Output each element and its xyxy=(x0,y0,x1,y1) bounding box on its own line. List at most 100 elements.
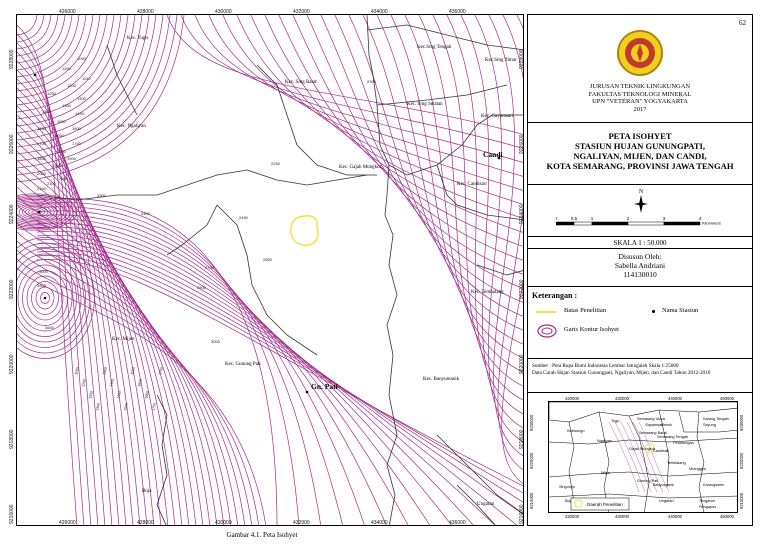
university-logo-icon xyxy=(617,30,663,76)
author-id: 114130010 xyxy=(623,270,657,279)
scale-tick-label: 1 xyxy=(591,216,594,221)
isohyet-ellipse xyxy=(17,242,91,354)
isohyet-line xyxy=(432,15,523,401)
y-tick-label: 9228000 xyxy=(519,49,525,69)
isohyet-line xyxy=(17,15,178,176)
inset-y-tick-label: 9220000 xyxy=(739,452,744,469)
scale-tick-label: 2 xyxy=(627,216,630,221)
boundary-line xyxy=(256,64,377,176)
y-tick-label: 9218000 xyxy=(519,429,525,449)
district-label-smg_selatan: Kec. Smg Selatan xyxy=(407,102,443,107)
contour-value-label: 1450 xyxy=(116,390,122,399)
inset-x-tick-label: 440000 xyxy=(668,514,682,519)
author-name: Sabella Andriani xyxy=(614,261,666,270)
inset-legend-box xyxy=(570,497,630,511)
inset-place-label: Karang Tengah xyxy=(703,417,729,421)
isohyet-ellipse xyxy=(22,270,68,326)
inset-y-tick-label: 9210000 xyxy=(529,492,534,509)
x-tick-label: 432000 xyxy=(293,9,310,15)
scale-segment xyxy=(591,221,629,226)
contour-value-label: 2150 xyxy=(37,186,47,191)
inset-place-label: Boja xyxy=(565,499,573,503)
x-tick-label: 432000 xyxy=(293,520,310,526)
isohyet-line xyxy=(36,226,431,525)
boundary-line xyxy=(456,484,496,525)
inset-place-label: Mijen xyxy=(601,471,610,475)
boundary-line xyxy=(384,164,398,525)
isohyet-ellipse xyxy=(17,193,77,231)
y-tick-label: 9222000 xyxy=(9,279,15,299)
scale-segment xyxy=(663,221,701,226)
x-tick-label: 428000 xyxy=(137,9,154,15)
figure-caption: Gambar 4.1. Peta Isohyet xyxy=(226,531,298,539)
inset-x-tick-label: 450000 xyxy=(720,396,734,401)
boundary-line xyxy=(156,169,368,196)
contour-value-label: 1400 xyxy=(109,378,115,387)
contour-value-label: 1550 xyxy=(37,126,47,131)
inset-boundary-line xyxy=(658,409,670,488)
isohyet-ellipse xyxy=(31,281,59,315)
isohyet-line xyxy=(488,15,523,456)
isohyet-line xyxy=(36,210,343,525)
isohyet-line xyxy=(17,15,136,134)
isohyet-line xyxy=(320,15,523,289)
x-tick-label: 434000 xyxy=(371,9,388,15)
inset-y-tick-label: 9230000 xyxy=(739,414,744,431)
inset-place-label: Karangawen xyxy=(703,483,724,487)
isohyet-ellipse xyxy=(28,208,42,216)
inset-x-tick-label: 440000 xyxy=(668,396,682,401)
source-line-2: Data Curah Hujan Stasiun Gunungpati, Nga… xyxy=(532,370,711,376)
district-label-tugu: Kec. Tugu xyxy=(127,36,148,41)
isohyet-ellipse xyxy=(17,197,68,227)
inset-x-tick-label: 450000 xyxy=(720,514,734,519)
x-tick-label: 426000 xyxy=(59,520,76,526)
isohyet-line xyxy=(17,15,108,106)
contour-lines xyxy=(17,15,523,525)
x-tick-label: 434000 xyxy=(371,520,388,526)
contour-value-label: 1300 xyxy=(95,402,101,411)
map-subtitle-3: KOTA SEMARANG, PROVINSI JAWA TENGAH xyxy=(546,161,734,171)
inset-place-label: Gunung Pati xyxy=(637,479,658,483)
isohyet-line xyxy=(17,69,113,525)
isohyet-ellipse xyxy=(17,201,58,223)
isohyet-ellipse xyxy=(18,204,52,220)
isohyet-line xyxy=(208,15,523,177)
legend-station: Nama Stasiun xyxy=(662,307,699,314)
boundary-line xyxy=(376,84,508,106)
contour-value-label: 1650 xyxy=(144,390,150,399)
contour-value-label: 1900 xyxy=(67,156,77,161)
isohyet-line xyxy=(17,267,266,525)
scale-unit: Kilometers xyxy=(702,221,721,226)
inset-boundary-line xyxy=(696,411,705,512)
inset-place-label: Singorojo xyxy=(559,485,575,489)
isohyet-line xyxy=(17,222,232,525)
contour-value-label: 2050 xyxy=(59,176,69,181)
isohyet-ellipse xyxy=(25,207,45,217)
isohyet-ellipse xyxy=(17,194,74,230)
y-tick-label: 9228000 xyxy=(9,49,15,69)
isohyet-line xyxy=(446,15,523,415)
contour-value-label: 1450 xyxy=(75,111,85,116)
isohyet-line xyxy=(497,15,523,470)
boundary-line xyxy=(366,24,523,51)
district-label-gajah_mungkur: Kec. Gajah Mungkur xyxy=(339,165,382,170)
contour-value-label: 2900 xyxy=(197,285,207,290)
isohyet-line xyxy=(17,15,122,120)
contour-value-label: 1750 xyxy=(158,366,164,375)
contour-value-label: 1400 xyxy=(42,109,52,114)
isohyet-ellipse xyxy=(17,203,55,221)
boundary-line xyxy=(216,204,318,356)
source-block: Sumber : Peta Rupa Bumi Indonesia Lembar… xyxy=(528,359,752,393)
x-tick-label: 430000 xyxy=(215,9,232,15)
isohyet-ellipse xyxy=(40,292,50,304)
y-tick-label: 9222000 xyxy=(519,279,525,299)
contour-legend-icon xyxy=(537,324,557,338)
contour-value-label: 2000 xyxy=(37,171,47,176)
inset-contour xyxy=(608,421,640,493)
inset-place-label: Ungaran xyxy=(659,499,674,503)
x-tick-label: 436000 xyxy=(449,520,466,526)
